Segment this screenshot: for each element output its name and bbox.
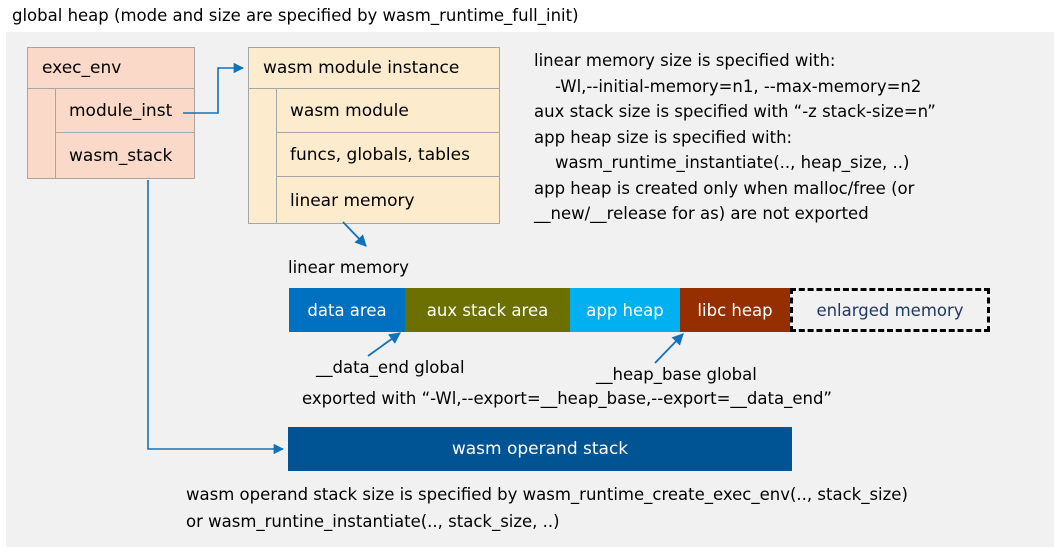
module-instance-gutter xyxy=(249,89,277,223)
exec-env-box: exec_env module_inst wasm_stack xyxy=(27,47,195,179)
linear-memory-notes: linear memory size is specified with: -W… xyxy=(534,51,936,223)
wasm-module-instance-box: wasm module instance wasm module funcs, … xyxy=(248,47,500,224)
operand-stack-note: wasm operand stack size is specified by … xyxy=(186,485,908,531)
module-instance-row-wasm-module: wasm module xyxy=(277,89,499,133)
annotation-heap-base: __heap_base global xyxy=(596,365,757,384)
exec-env-gutter xyxy=(28,89,56,178)
exec-env-header: exec_env xyxy=(28,48,194,89)
module-instance-header: wasm module instance xyxy=(249,48,499,89)
annotation-exported-with: exported with “-Wl,--export=__heap_base,… xyxy=(302,389,832,408)
memory-segment-enlarged-memory: enlarged memory xyxy=(790,288,990,332)
exec-env-row-module-inst: module_inst xyxy=(56,89,194,133)
module-instance-row-linear-memory: linear memory xyxy=(290,190,415,211)
page-title: global heap (mode and size are specified… xyxy=(12,6,579,25)
module-instance-row-funcs-globals-tables: funcs, globals, tables xyxy=(277,133,499,177)
wasm-operand-stack-bar: wasm operand stack xyxy=(288,427,792,471)
memory-segment-libc-heap: libc heap xyxy=(680,288,790,332)
memory-segment-app-heap: app heap xyxy=(570,288,680,332)
memory-segment-data-area: data area xyxy=(289,288,405,332)
exec-env-row-wasm-stack: wasm_stack xyxy=(69,146,173,166)
linear-memory-caption: linear memory xyxy=(288,258,409,277)
annotation-data-end: __data_end global xyxy=(316,358,465,377)
memory-segment-aux-stack-area: aux stack area xyxy=(405,288,570,332)
